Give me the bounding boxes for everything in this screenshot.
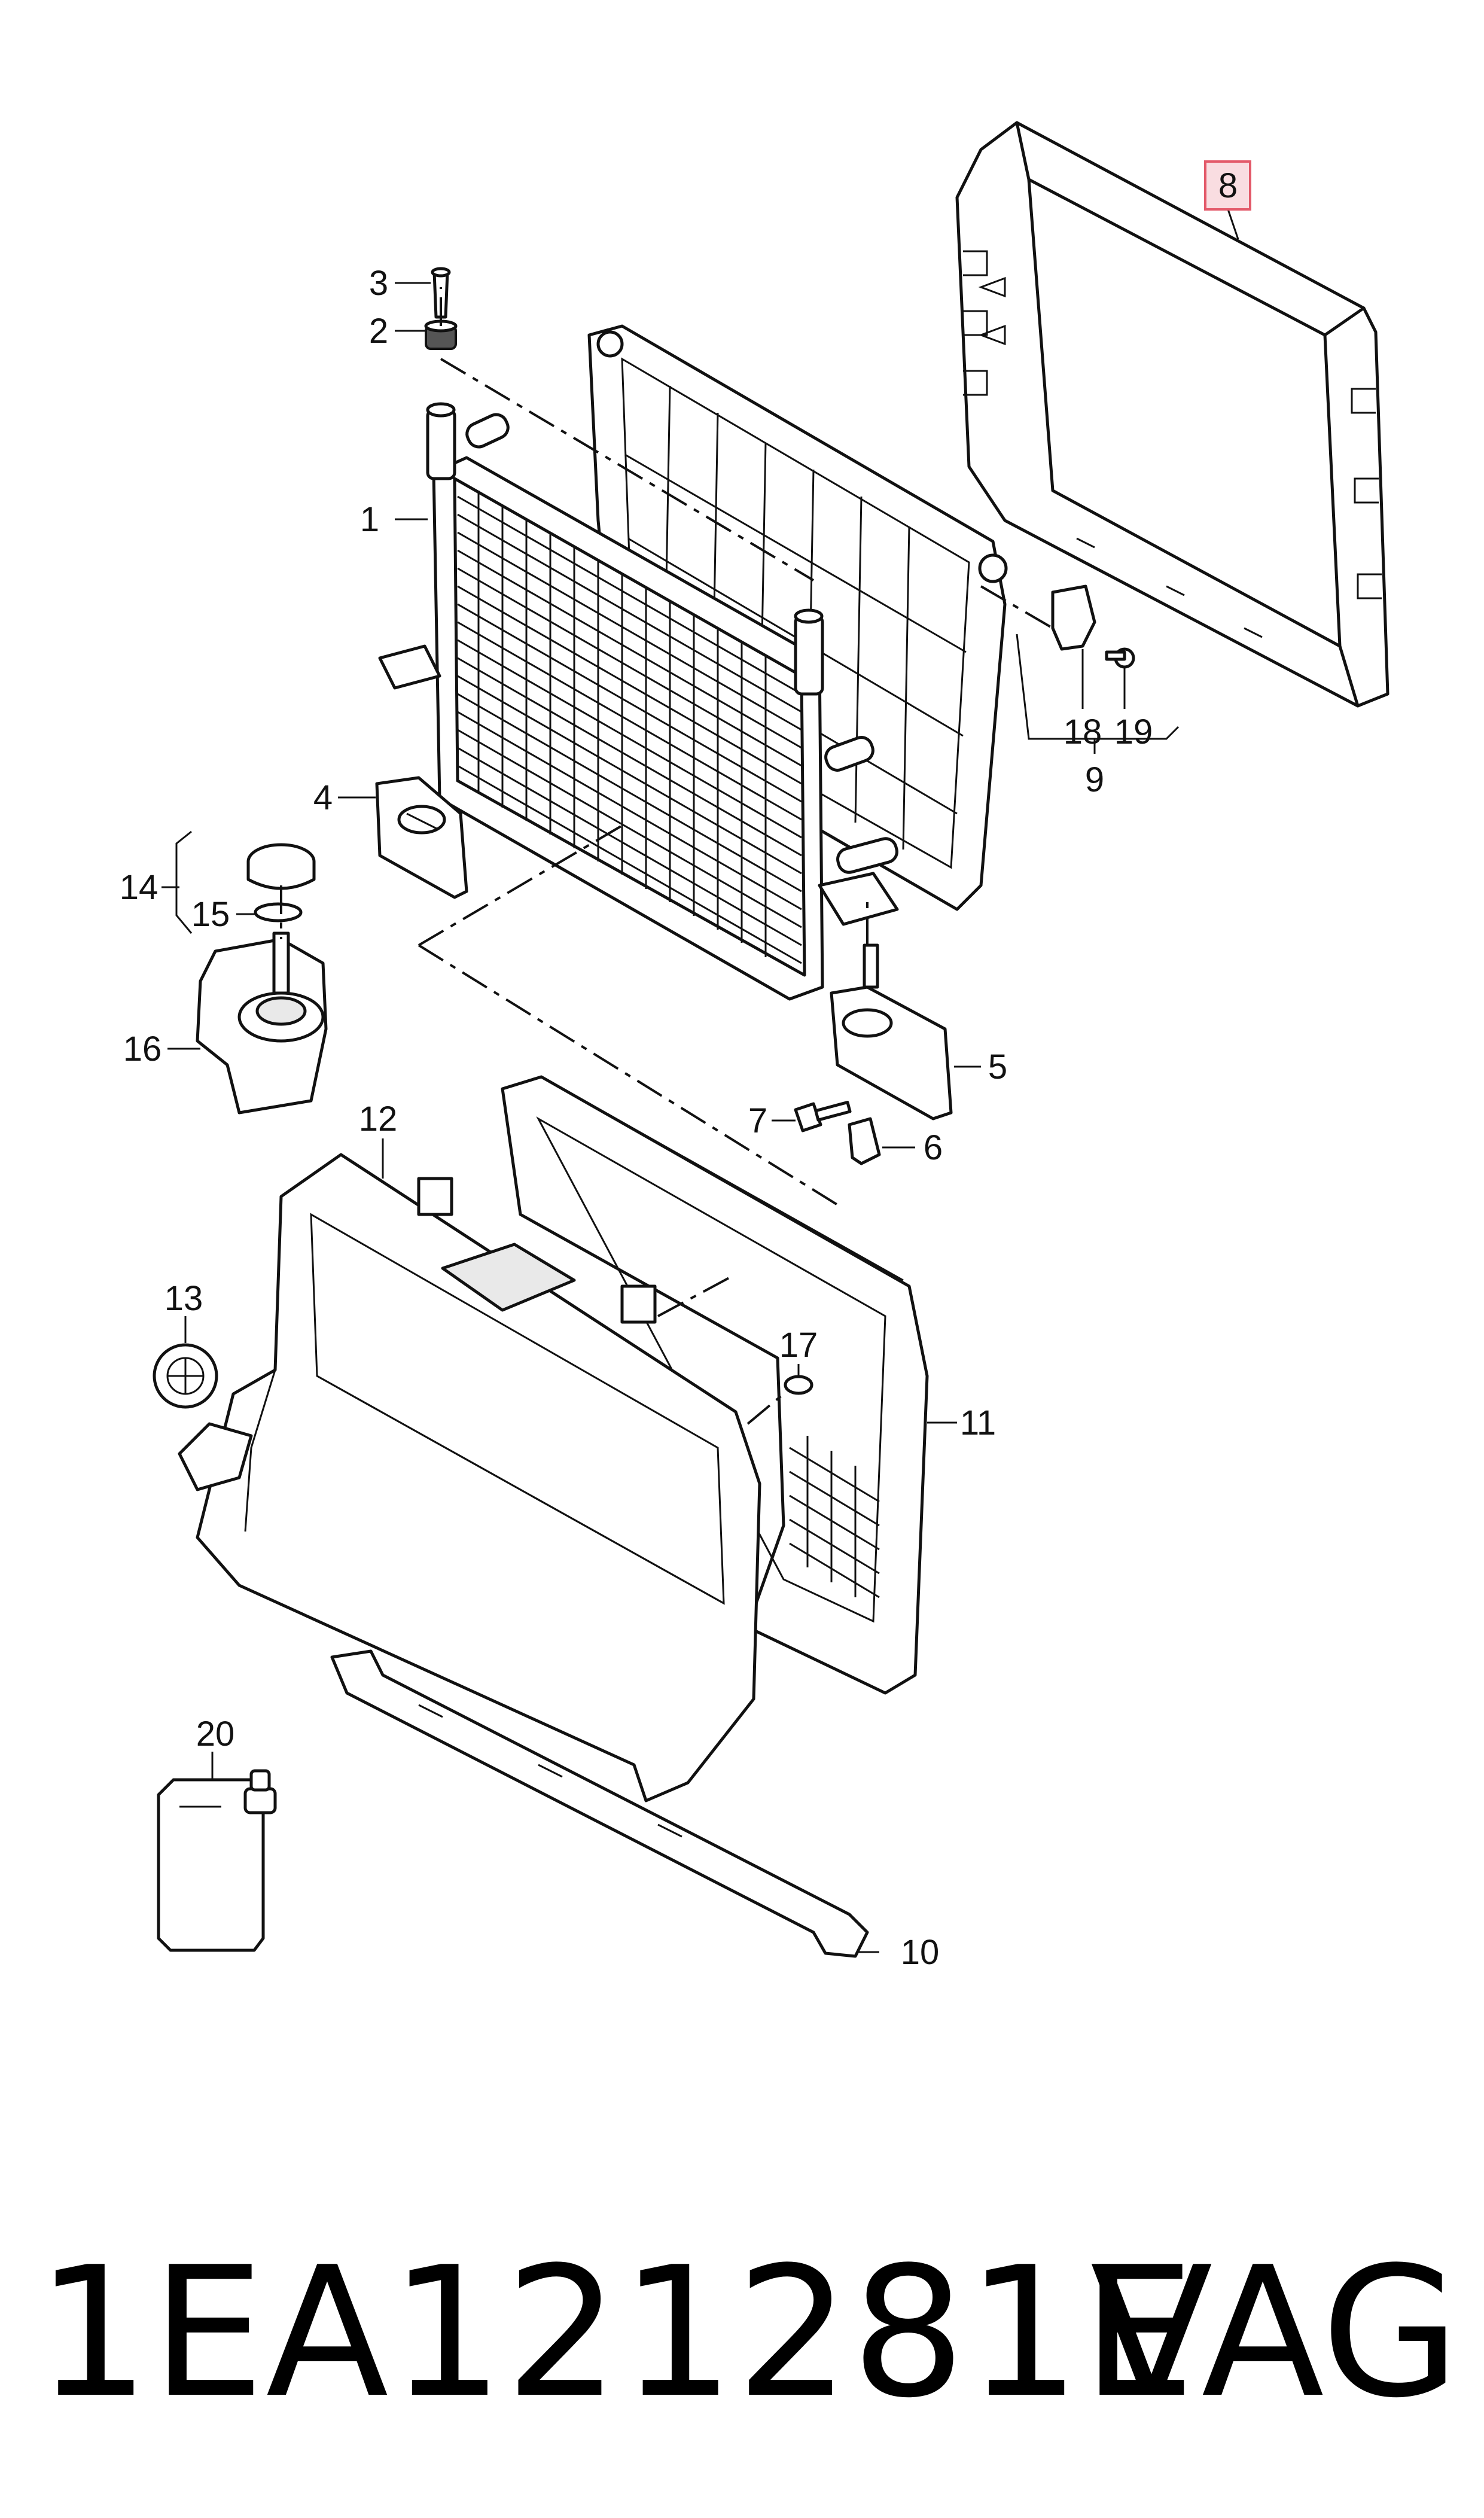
callout-20: 20 xyxy=(196,1715,235,1753)
cap-seal xyxy=(424,319,458,350)
callout-9: 9 xyxy=(1085,760,1104,799)
callout-4: 4 xyxy=(313,778,333,817)
callout-16: 16 xyxy=(123,1030,162,1068)
callout-8: 8 xyxy=(1218,166,1238,205)
air-duct-frame xyxy=(955,121,1389,708)
callout-18: 18 xyxy=(1064,713,1102,751)
callout-12: 12 xyxy=(359,1100,398,1138)
radiator-fins xyxy=(457,491,802,964)
bleed-screw xyxy=(431,267,451,319)
o-ring-seal xyxy=(254,902,303,922)
coolant-bottle xyxy=(157,1769,277,1952)
callout-10: 10 xyxy=(901,1933,940,1972)
callout-1: 1 xyxy=(360,500,379,539)
callout-6: 6 xyxy=(924,1128,943,1167)
footer: 1EA121281E VAG xyxy=(0,2219,1484,2447)
expansion-tank xyxy=(196,931,328,1115)
mounting-bracket-left xyxy=(375,776,468,899)
reservoir-cap xyxy=(246,843,316,890)
callout-labels: 1 2 3 4 5 6 7 8 9 10 11 12 13 14 15 16 1… xyxy=(120,166,1238,1972)
fan-motor xyxy=(153,1343,218,1409)
grommet xyxy=(784,1375,813,1395)
screw xyxy=(1105,647,1135,669)
callout-8-highlight xyxy=(1204,160,1251,211)
bracket-clip xyxy=(1051,584,1096,651)
callout-3: 3 xyxy=(369,264,388,303)
assembly-lines xyxy=(280,287,1054,1425)
callout-7: 7 xyxy=(748,1101,767,1140)
callout-15: 15 xyxy=(191,895,230,934)
callout-14: 14 xyxy=(120,868,159,907)
radiator xyxy=(378,402,899,1001)
callout-19: 19 xyxy=(1114,713,1153,751)
callout-13: 13 xyxy=(164,1279,203,1318)
grille xyxy=(789,1436,880,1599)
diagram-canvas: 1 2 3 4 5 6 7 8 9 10 11 12 13 14 15 16 1… xyxy=(120,121,1389,1972)
air-guide-shroud xyxy=(178,1153,761,1803)
mounting-bracket-right xyxy=(830,943,953,1121)
callout-17: 17 xyxy=(779,1326,818,1365)
brand-label: VAG xyxy=(1090,2228,1460,2437)
lower-bracket-bar xyxy=(330,1649,869,1958)
callout-11: 11 xyxy=(960,1403,996,1442)
callout-5: 5 xyxy=(988,1048,1007,1086)
leader-lines xyxy=(161,209,1239,1953)
part-number-label: 1EA121281E xyxy=(36,2228,1197,2437)
clip xyxy=(848,1117,881,1165)
callout-2: 2 xyxy=(369,312,388,351)
bolt xyxy=(794,1101,852,1132)
